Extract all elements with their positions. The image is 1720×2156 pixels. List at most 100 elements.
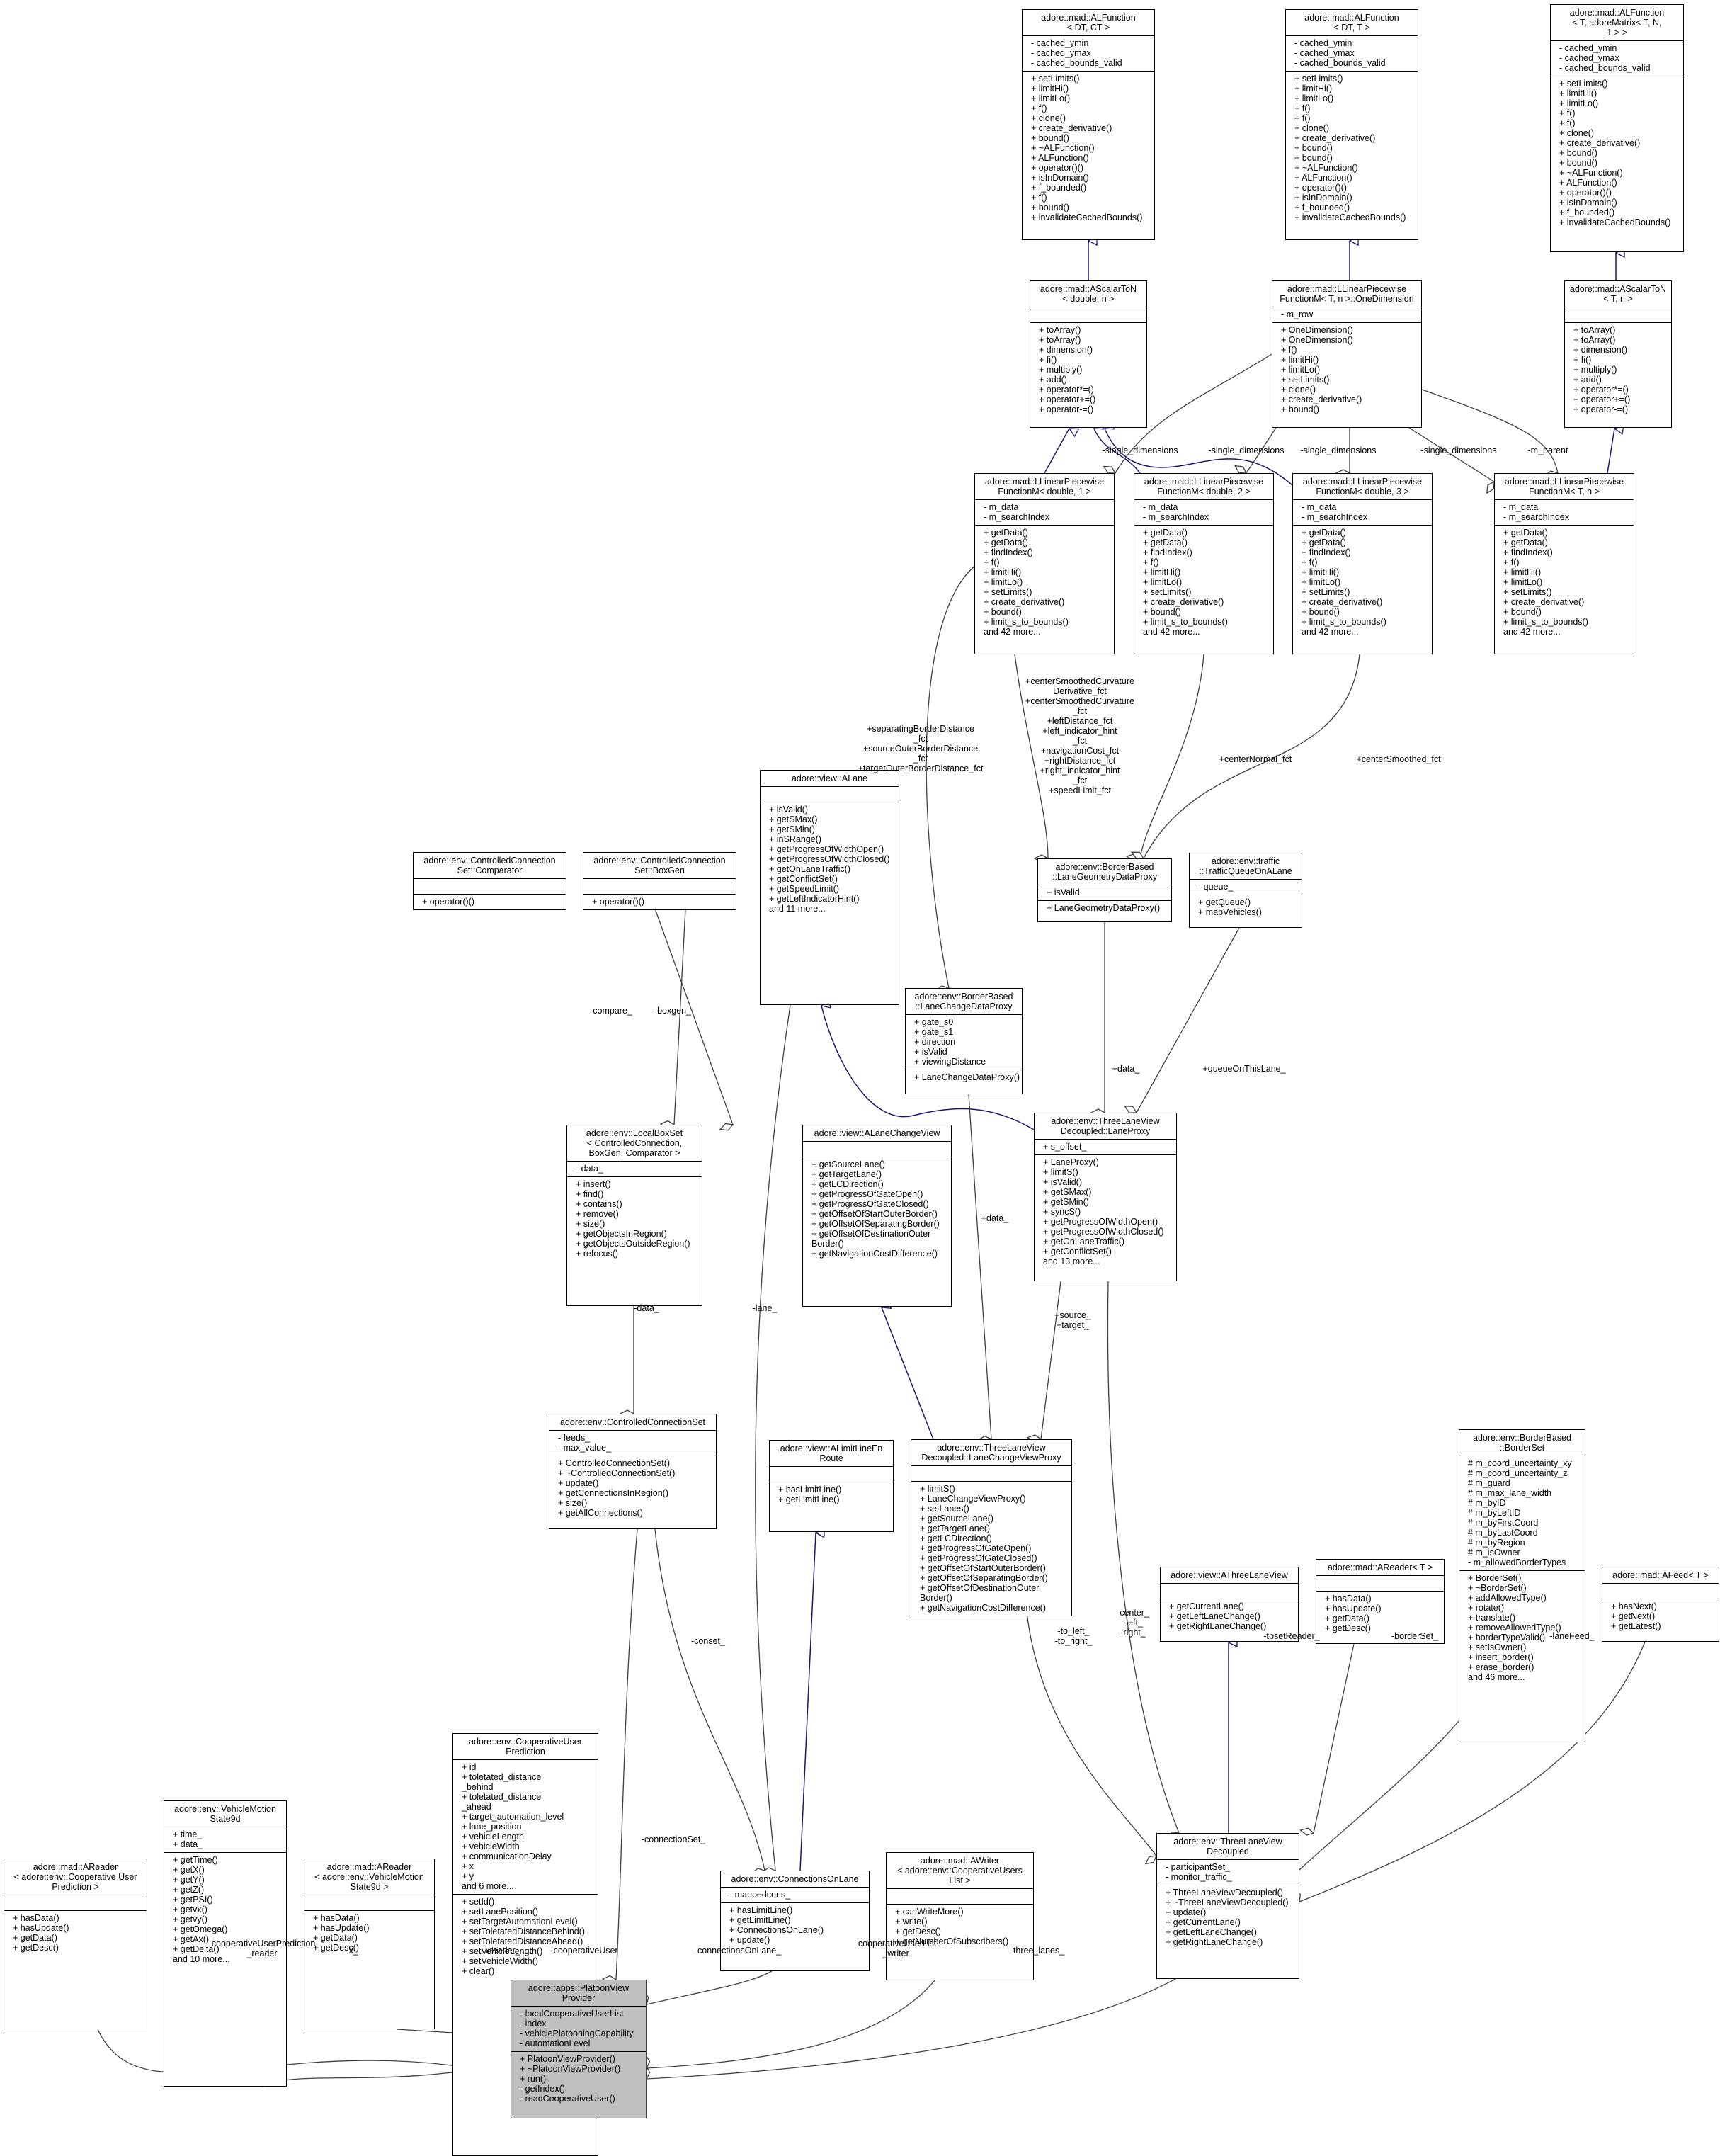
- method-item: + getData(): [1503, 528, 1548, 538]
- method-item: + update(): [729, 1935, 770, 1945]
- edge-label: -xreader_: [482, 1946, 520, 1956]
- class-attributes: [1565, 307, 1671, 322]
- class-box-areader-vms9d[interactable]: adore::mad::AReader < adore::env::Vehicl…: [304, 1859, 435, 2029]
- method-item: + clone(): [1559, 128, 1594, 138]
- method-item: + clone(): [1294, 123, 1329, 133]
- class-box-athreelaneview[interactable]: adore::view::AThreeLaneView + getCurrent…: [1160, 1567, 1299, 1642]
- class-box-alfunction-dt-t[interactable]: adore::mad::ALFunction < DT, T > - cache…: [1285, 9, 1418, 240]
- class-methods: + ThreeLaneViewDecoupled()+ ~ThreeLaneVi…: [1157, 1885, 1299, 1950]
- class-box-areader-t[interactable]: adore::mad::AReader< T > + hasData()+ ha…: [1316, 1559, 1445, 1644]
- method-item: + LaneProxy(): [1043, 1157, 1099, 1167]
- class-box-llinear-double-3[interactable]: adore::mad::LLinearPiecewise FunctionM< …: [1292, 473, 1433, 654]
- attribute-item: - m_allowedBorderTypes: [1468, 1558, 1566, 1567]
- method-item: + hasLimitLine(): [778, 1485, 842, 1494]
- class-box-llinear-double-1[interactable]: adore::mad::LLinearPiecewise FunctionM< …: [974, 473, 1115, 654]
- class-box-borderset[interactable]: adore::env::BorderBased ::BorderSet # m_…: [1459, 1429, 1585, 1742]
- class-attributes: - cached_ymin- cached_ymax- cached_bound…: [1286, 35, 1418, 71]
- method-item: and 11 more...: [769, 904, 826, 914]
- edge-label: -to_left_ -to_right_: [1054, 1626, 1093, 1646]
- class-name: adore::mad::AScalarToN < T, n >: [1569, 284, 1667, 304]
- class-box-alfunction-dt-ct[interactable]: adore::mad::ALFunction < DT, CT > - cach…: [1022, 9, 1155, 240]
- method-item: + findIndex(): [1143, 547, 1192, 557]
- class-attributes: [911, 1465, 1071, 1481]
- method-item: + findIndex(): [984, 547, 1033, 557]
- method-item: and 13 more...: [1043, 1256, 1100, 1266]
- method-item: + removeAllowedType(): [1468, 1623, 1561, 1633]
- attribute-item: + gate_s1: [914, 1027, 954, 1037]
- method-item: + getProgressOfWidthOpen(): [769, 844, 884, 854]
- method-item: + getNumberOfSubscribers(): [895, 1936, 1009, 1946]
- method-item: + getSMin(): [769, 824, 815, 834]
- attribute-item: # m_byID: [1468, 1498, 1506, 1508]
- class-box-comparator[interactable]: adore::env::ControlledConnection Set::Co…: [413, 852, 566, 910]
- class-box-onedimension[interactable]: adore::mad::LLinearPiecewise FunctionM< …: [1272, 280, 1422, 428]
- class-methods: + getTime()+ getX()+ getY()+ getZ()+ get…: [164, 1852, 286, 1967]
- class-methods: + canWriteMore()+ write()+ getDesc()+ ge…: [887, 1904, 1033, 1949]
- method-item: + setLanePosition(): [462, 1907, 539, 1917]
- class-box-boxgen[interactable]: adore::env::ControlledConnection Set::Bo…: [583, 852, 736, 910]
- class-box-afeed[interactable]: adore::mad::AFeed< T > + hasNext()+ getN…: [1602, 1567, 1719, 1642]
- class-box-awriter[interactable]: adore::mad::AWriter < adore::env::Cooper…: [886, 1852, 1034, 1980]
- method-item: + limitLo(): [1302, 577, 1341, 587]
- class-name: adore::view::ALimitLineEn Route: [780, 1443, 883, 1463]
- method-item: + getDesc(): [313, 1943, 359, 1953]
- method-item: + limitLo(): [1143, 577, 1183, 587]
- method-item: + toArray(): [1573, 325, 1616, 335]
- class-attributes: [414, 878, 566, 894]
- method-item: + add(): [1573, 375, 1602, 385]
- class-box-alimitlineenroute[interactable]: adore::view::ALimitLineEn Route + hasLim…: [769, 1440, 894, 1532]
- class-attributes: [761, 786, 899, 802]
- method-item: + ~ALFunction(): [1294, 163, 1358, 173]
- method-item: + run(): [520, 2074, 547, 2084]
- class-box-vehiclemotionstate9d[interactable]: adore::env::VehicleMotion State9d + time…: [164, 1800, 287, 2087]
- method-item: + limitLo(): [1559, 98, 1599, 108]
- method-item: + LaneChangeViewProxy(): [920, 1494, 1026, 1504]
- class-box-alfunction-t-matrix[interactable]: adore::mad::ALFunction < T, adoreMatrix<…: [1550, 4, 1684, 252]
- method-item: + getSourceLane(): [811, 1159, 885, 1169]
- edge-label: -single_dimensions: [1208, 446, 1285, 455]
- class-box-lanegeometry-proxy[interactable]: adore::env::BorderBased ::LaneGeometryDa…: [1037, 858, 1172, 922]
- class-box-controlledconnectionset[interactable]: adore::env::ControlledConnectionSet - fe…: [549, 1414, 717, 1529]
- class-box-ascalartoN-t[interactable]: adore::mad::AScalarToN < T, n > + toArra…: [1564, 280, 1672, 428]
- method-item: and 42 more...: [1143, 627, 1200, 637]
- method-item: + getConnectionsInRegion(): [558, 1488, 668, 1498]
- class-box-connectionsonlane[interactable]: adore::env::ConnectionsOnLane - mappedco…: [720, 1871, 870, 1971]
- class-box-threelaneviewdecoupled[interactable]: adore::env::ThreeLaneView Decoupled - pa…: [1156, 1833, 1299, 1979]
- method-item: + operator*=(): [1039, 385, 1094, 395]
- class-box-alane[interactable]: adore::view::ALane + isValid()+ getSMax(…: [760, 770, 899, 1005]
- method-item: + clear(): [462, 1966, 495, 1976]
- method-item: + getDelta(): [173, 1944, 220, 1954]
- method-item: + f_bounded(): [1031, 183, 1087, 193]
- attribute-item: # m_coord_uncertainty_z: [1468, 1468, 1568, 1478]
- class-attributes: [1602, 1583, 1719, 1599]
- method-item: + insert_border(): [1468, 1652, 1534, 1662]
- method-item: + translate(): [1468, 1613, 1516, 1623]
- class-name: adore::env::ControlledConnection Set::Co…: [423, 856, 556, 875]
- class-box-platoonviewprovider[interactable]: adore::apps::PlatoonView Provider - loca…: [511, 1980, 647, 2118]
- class-box-ascalartoN-double[interactable]: adore::mad::AScalarToN < double, n > + t…: [1030, 280, 1147, 428]
- class-box-alanechangeview[interactable]: adore::view::ALaneChangeView + getSource…: [802, 1125, 952, 1307]
- class-box-llinear-t-n[interactable]: adore::mad::LLinearPiecewise FunctionM< …: [1494, 473, 1634, 654]
- attribute-item: + communicationDelay: [462, 1851, 552, 1861]
- method-item: + find(): [576, 1189, 604, 1199]
- class-box-localboxset[interactable]: adore::env::LocalBoxSet < ControlledConn…: [566, 1125, 702, 1306]
- method-item: + getAllConnections(): [558, 1508, 643, 1518]
- method-item: + ThreeLaneViewDecoupled(): [1166, 1888, 1283, 1897]
- attribute-item: + vehicleWidth: [462, 1842, 520, 1851]
- class-box-lanechangeviewproxy[interactable]: adore::env::ThreeLaneView Decoupled::Lan…: [911, 1439, 1072, 1616]
- method-item: + create_derivative(): [1281, 395, 1362, 404]
- attribute-item: - index: [520, 2019, 547, 2029]
- class-box-lanechange-data-proxy[interactable]: adore::env::BorderBased ::LaneChangeData…: [905, 988, 1023, 1094]
- class-box-laneproxy[interactable]: adore::env::ThreeLaneView Decoupled::Lan…: [1034, 1113, 1177, 1281]
- class-box-trafficqueue[interactable]: adore::env::traffic ::TrafficQueueOnALan…: [1189, 853, 1302, 928]
- method-item: + getX(): [173, 1865, 205, 1875]
- class-box-areader-cup[interactable]: adore::mad::AReader < adore::env::Cooper…: [4, 1859, 147, 2029]
- method-item: + setLimits(): [1294, 74, 1343, 84]
- class-name: adore::mad::ALFunction < DT, CT >: [1041, 13, 1136, 33]
- class-box-llinear-double-2[interactable]: adore::mad::LLinearPiecewise FunctionM< …: [1134, 473, 1274, 654]
- edge-label: +centerSmoothedCurvature Derivative_fct …: [1025, 676, 1134, 795]
- class-name: adore::view::AThreeLaneView: [1171, 1570, 1288, 1580]
- attribute-item: - m_data: [1302, 502, 1337, 512]
- method-item: + bound(): [1302, 607, 1340, 617]
- attribute-item: - max_value_: [558, 1443, 612, 1453]
